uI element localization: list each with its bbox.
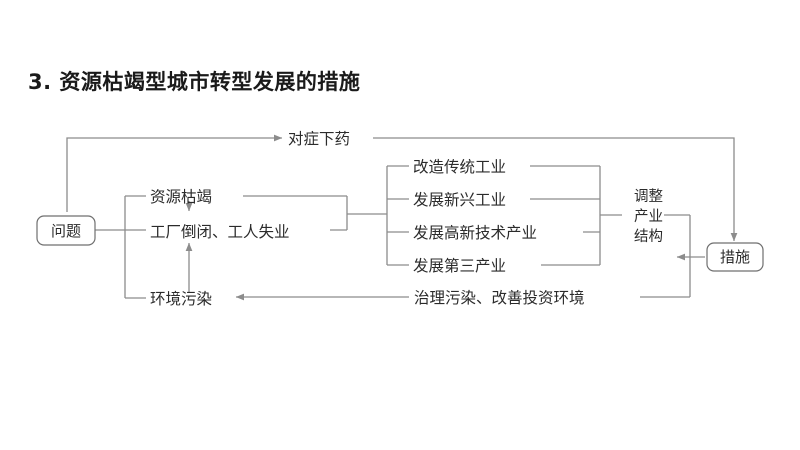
connector-industry-right-bracket [530,165,622,266]
node-develop-tertiary-industry: 发展第三产业 [413,257,506,275]
node-problem[interactable]: 问题 [36,215,96,246]
node-transform-traditional-industry: 改造传统工业 [413,158,506,176]
node-pollution-treatment: 治理污染、改善投资环境 [414,288,585,307]
node-develop-emerging-industry: 发展新兴工业 [413,191,506,209]
node-factory-closure-label: 工厂倒闭、工人失业 [150,223,290,241]
node-prescription: 对症下药 [288,130,350,148]
node-develop-tertiary-industry-label: 发展第三产业 [413,257,506,275]
connector-problem-to-prescription [66,134,283,212]
node-environmental-pollution: 环境污染 [150,289,212,308]
node-transform-traditional-industry-label: 改造传统工业 [413,158,506,176]
node-measure-label: 措施 [720,248,750,266]
node-resource-depletion-label: 资源枯竭 [150,188,212,206]
node-develop-hitech-industry-label: 发展高新技术产业 [413,224,537,242]
connector-industry-left-bracket [386,165,409,266]
connector-prescription-to-measure [373,137,738,242]
node-develop-emerging-industry-label: 发展新兴工业 [413,191,506,209]
node-structure-adjustment-line-3: 结构 [634,228,663,245]
connector-measure-to-structure [664,214,705,297]
node-develop-hitech-industry: 发展高新技术产业 [413,224,537,242]
node-structure-adjustment-line-2: 产业 [634,208,663,225]
node-resource-depletion: 资源枯竭 [150,188,212,206]
node-prescription-label: 对症下药 [288,130,350,148]
node-factory-closure: 工厂倒闭、工人失业 [150,223,290,241]
page-title: 3. 资源枯竭型城市转型发展的措施 [28,70,361,94]
node-structure-adjustment: 调整 产业 结构 [634,188,663,245]
node-structure-adjustment-line-1: 调整 [634,188,663,205]
node-measure[interactable]: 措施 [706,242,764,272]
node-environmental-pollution-label: 环境污染 [150,289,212,308]
connector-problem-bracket [95,195,146,299]
node-pollution-treatment-label: 治理污染、改善投资环境 [414,288,585,307]
node-problem-label: 问题 [51,222,81,240]
connector-problems-to-industry [243,195,387,231]
